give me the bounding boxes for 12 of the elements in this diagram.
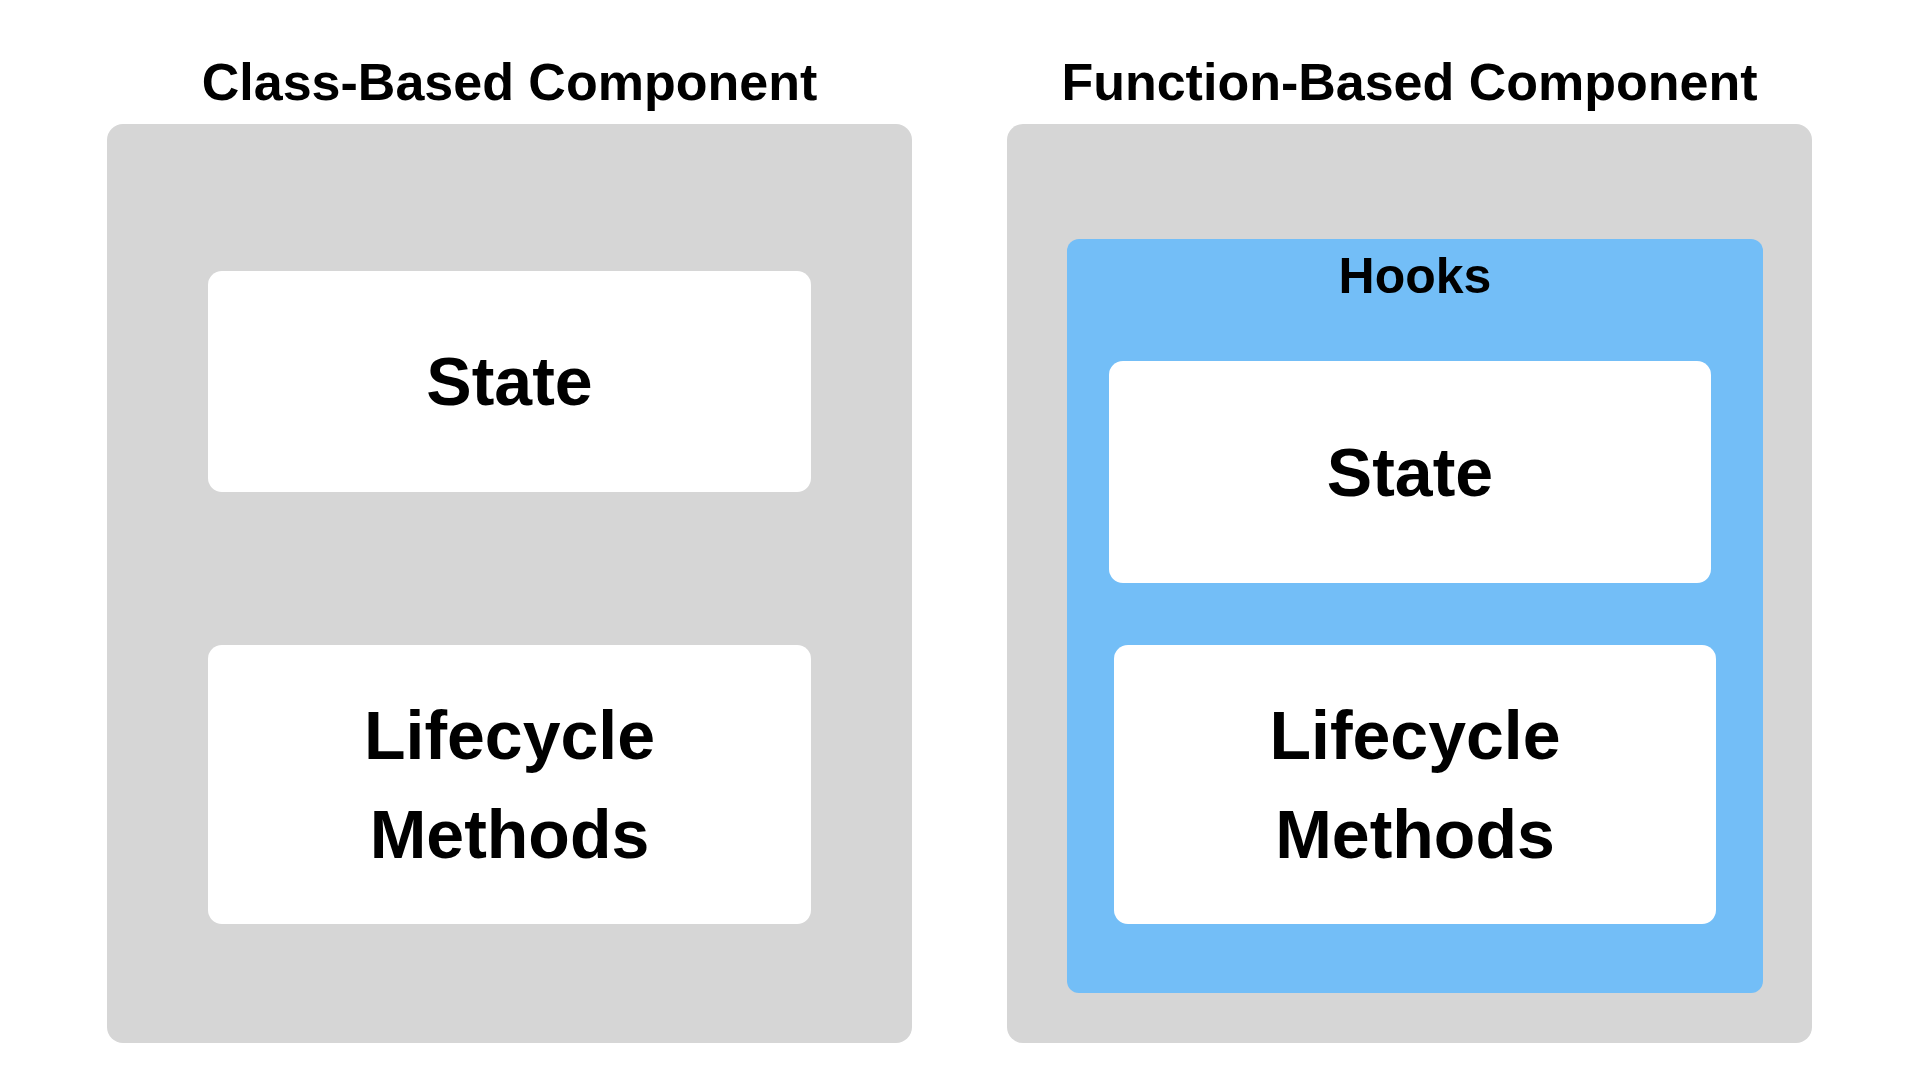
box-label: State bbox=[426, 342, 593, 422]
group-box bbox=[1067, 239, 1763, 993]
panel-heading: Class-Based Component bbox=[201, 52, 818, 112]
group-heading: Hooks bbox=[1337, 247, 1493, 305]
content-box bbox=[1114, 645, 1716, 924]
content-box bbox=[1109, 361, 1711, 583]
box-label: Lifecycle Methods bbox=[362, 695, 657, 874]
content-box bbox=[208, 271, 811, 492]
content-box bbox=[208, 645, 811, 924]
box-label: Lifecycle Methods bbox=[1268, 695, 1562, 874]
box-label: State bbox=[1326, 432, 1494, 512]
panel-heading: Function-Based Component bbox=[1061, 52, 1758, 112]
